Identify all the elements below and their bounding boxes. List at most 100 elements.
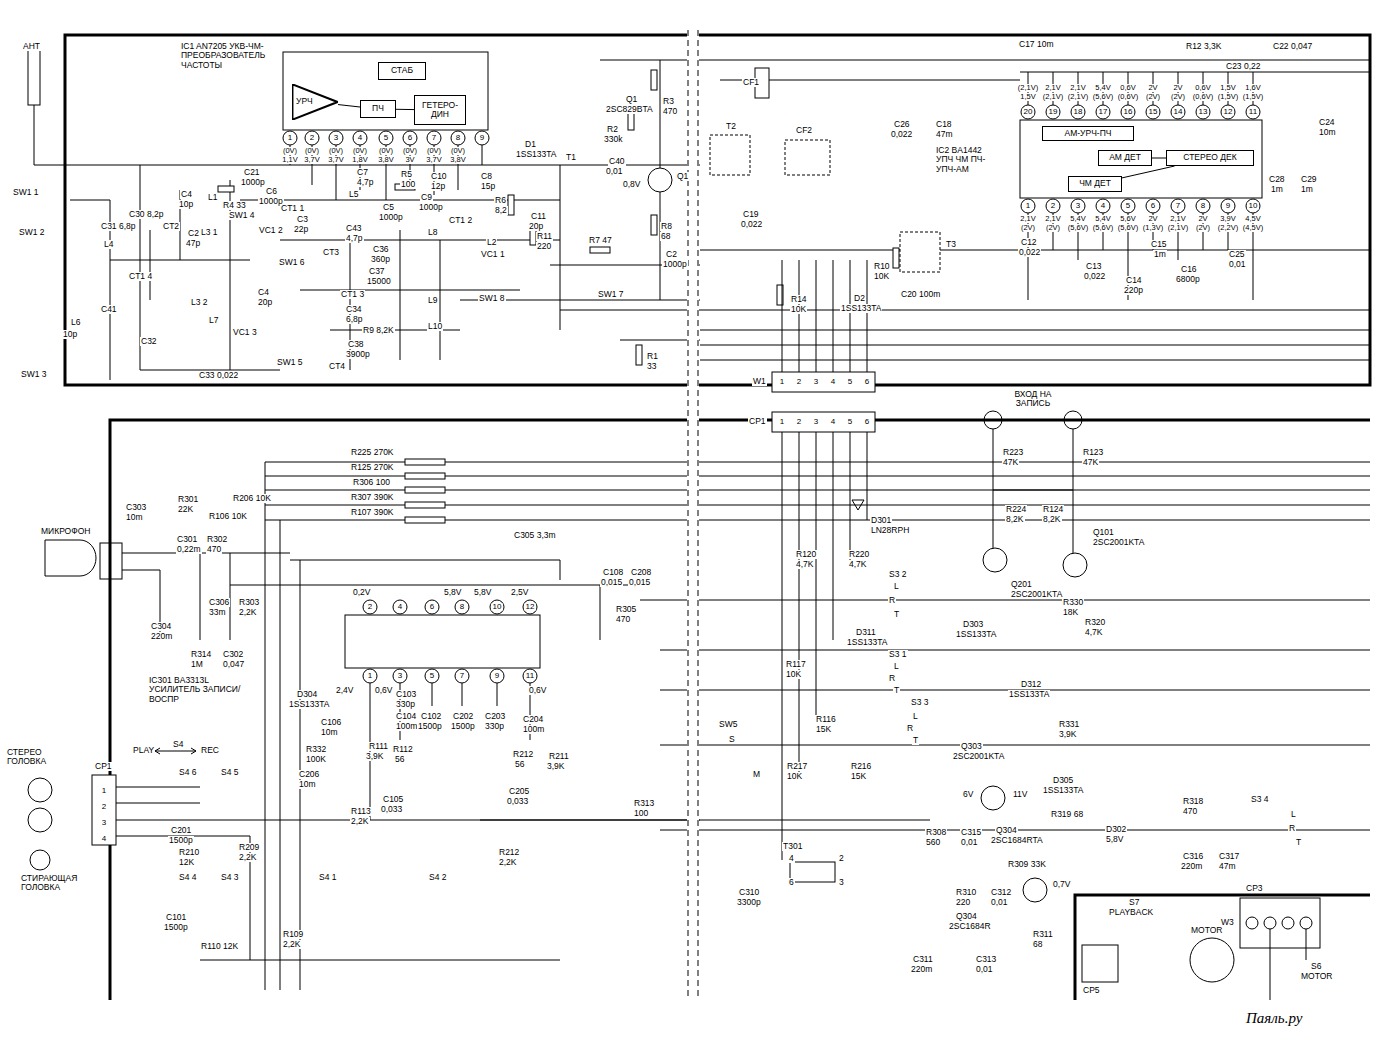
wire-shape	[523, 600, 537, 614]
component-label: 6	[429, 603, 435, 612]
component-label: Q303	[960, 742, 983, 751]
component-label: 2SC2001KTA	[1010, 590, 1063, 599]
component-label: АНТ	[22, 42, 41, 51]
wire-shape	[1096, 199, 1110, 213]
component-label: 6800p	[1175, 275, 1201, 284]
component-label: C33 0,022	[198, 371, 239, 380]
component-label: T	[893, 610, 900, 619]
component-label: (0V)	[328, 147, 344, 155]
component-label: (2,1V)	[1042, 93, 1064, 101]
component-label: 360p	[370, 255, 391, 264]
component-label: L3 1	[200, 228, 219, 237]
wire-shape	[405, 459, 445, 465]
component-label: 9	[479, 134, 485, 143]
component-label: 4	[788, 854, 795, 863]
wire-shape	[1300, 917, 1312, 929]
component-label: C36	[372, 245, 390, 254]
component-label: R302	[206, 535, 228, 544]
component-label: 1,5V	[1019, 93, 1036, 101]
wire-shape	[218, 186, 234, 192]
component-label: R210	[178, 848, 200, 857]
wire-shape	[490, 600, 504, 614]
component-label: R211	[548, 752, 570, 761]
component-label: 5	[429, 672, 435, 681]
component-label: C4	[257, 288, 270, 297]
component-label: (5,6V)	[1067, 224, 1089, 232]
component-label: 1500p	[450, 722, 476, 731]
wire-shape	[1240, 898, 1320, 948]
wire-shape	[1096, 105, 1110, 119]
component-label: SW1 6	[278, 258, 306, 267]
component-label: L	[893, 662, 900, 671]
component-label: R107 390K	[350, 508, 395, 517]
component-label: S3 2	[888, 570, 908, 579]
component-label: 4,7p	[356, 178, 375, 187]
component-label: MOTOR	[1300, 972, 1333, 981]
component-label: 6,8p	[345, 315, 364, 324]
wire-shape	[785, 140, 830, 175]
component-label: C306	[208, 598, 230, 607]
component-label: 3	[1075, 202, 1081, 211]
component-label: 4,7K	[1084, 628, 1104, 637]
component-label: 3	[397, 672, 403, 681]
component-label: SW5	[718, 720, 738, 729]
component-label: 1500p	[168, 836, 194, 845]
component-label: 5,4V	[1069, 215, 1086, 223]
component-label: 10m	[320, 728, 339, 737]
component-label: C28	[1268, 175, 1286, 184]
component-label: 2,1V	[1044, 215, 1061, 223]
block-label: УРЧ	[296, 97, 313, 106]
component-label: S4 4	[178, 873, 198, 882]
component-label: 6	[407, 134, 413, 143]
component-label: IC301 BA3313L УСИЛИТЕЛЬ ЗАПИСИ/ВОСПР	[148, 676, 245, 704]
wire-shape	[1146, 105, 1160, 119]
wire-shape	[1021, 199, 1035, 213]
component-label: CP5	[1082, 986, 1101, 995]
component-label: C105	[382, 795, 404, 804]
component-label: C104	[395, 712, 417, 721]
component-label: IC1 AN7205 УКВ-ЧМ-ПРЕОБРАЗОВАТЕЛЬ ЧАСТОТ…	[180, 42, 282, 70]
component-label: СТЕРЕО ГОЛОВКА	[6, 748, 63, 767]
ic-block: СТАБ	[378, 62, 426, 80]
component-label: R212	[498, 848, 520, 857]
component-label: (2,1V)	[1067, 93, 1089, 101]
component-label: (2,1V)	[1017, 84, 1039, 92]
wire-shape	[265, 462, 1370, 520]
wire-shape	[405, 517, 445, 523]
component-label: 0,047	[222, 660, 245, 669]
component-label: C34	[345, 305, 363, 314]
block-label: СТЕРЕО ДЕК	[1183, 153, 1236, 162]
component-label: 3	[838, 878, 845, 887]
component-label: 8,2K	[1042, 515, 1062, 524]
component-label: IC2 BA1442 УПЧ ЧМ ПЧ-УПЧ-АМ	[935, 146, 999, 174]
component-label: 100m	[522, 725, 545, 734]
component-label: 12p	[430, 182, 446, 191]
component-label: C37	[368, 267, 386, 276]
block-label: АМ-УРЧ-ПЧ	[1065, 129, 1112, 138]
component-label: 2	[796, 418, 802, 427]
component-label: C203	[484, 712, 506, 721]
component-label: 1,6V	[1244, 84, 1261, 92]
component-label: 5,6V	[1119, 215, 1136, 223]
component-label: 14	[1173, 108, 1184, 117]
component-label: (2V)	[1145, 93, 1161, 101]
ic-block: СТЕРЕО ДЕК	[1166, 150, 1254, 166]
wire-shape	[993, 429, 1073, 565]
wire-shape	[1264, 917, 1276, 929]
component-label: (2V)	[1045, 224, 1061, 232]
component-label: C313	[975, 955, 997, 964]
wire-shape	[455, 669, 469, 683]
component-label: D301	[870, 516, 892, 525]
component-label: C102	[420, 712, 442, 721]
component-label: 100	[400, 180, 416, 189]
component-label: 1	[367, 672, 373, 681]
component-label: D302	[1105, 825, 1127, 834]
component-label: CT1 4	[128, 272, 153, 281]
component-label: 4,7K	[795, 560, 815, 569]
wire-shape	[1046, 105, 1060, 119]
component-label: R332	[305, 745, 327, 754]
component-label: L	[1290, 810, 1297, 819]
component-label: M	[752, 770, 761, 779]
component-label: C103	[395, 690, 417, 699]
